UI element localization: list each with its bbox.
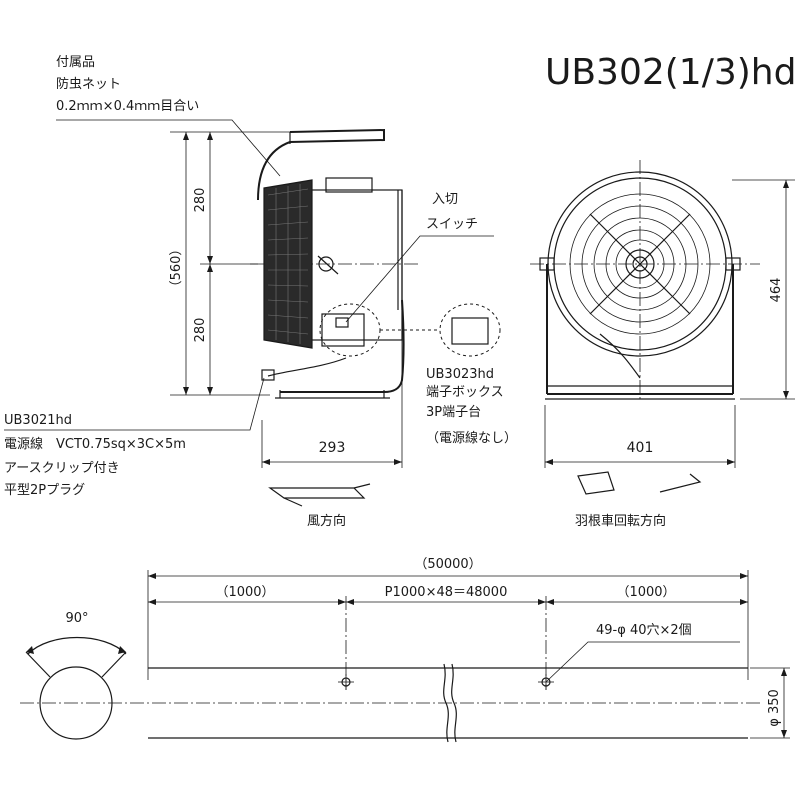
power-cord-model: UB3021hd: [4, 413, 72, 428]
wind-arrow-icon: [268, 487, 366, 499]
terminal-box-note: （電源線なし）: [426, 430, 517, 446]
accessory-label-3: 0.2ｍｍ×0.4ｍｍ目合い: [56, 99, 199, 114]
switch-label-2: スイッチ: [426, 217, 478, 232]
terminal-box-name: 端子ボックス: [426, 385, 504, 400]
dim-overall-height: （560）: [169, 243, 184, 294]
switch-leader: [345, 235, 494, 323]
accessory-leader: [56, 119, 281, 177]
dim-duct-end-right: （1000）: [616, 585, 675, 600]
power-cord-spec: 電源線 VCT0.75sq×3C×5m: [4, 436, 186, 452]
dim-duct-pitch: P1000×48＝48000: [385, 585, 508, 600]
accessory-label-1: 付属品: [56, 55, 95, 70]
side-view: （560） 280 280: [4, 128, 501, 529]
dim-duct-end-left: （1000）: [215, 585, 274, 600]
rotation-arrow-icon: [577, 471, 615, 495]
accessory-label-2: 防虫ネット: [56, 76, 121, 92]
power-cord-plug: 平型2Pプラグ: [4, 483, 85, 498]
power-cord-clip: アースクリップ付き: [4, 461, 120, 476]
wind-direction-label: 風方向: [307, 513, 346, 529]
duct-holes-note: 49-φ 40穴×2個: [596, 623, 692, 638]
dim-side-width: 293: [319, 440, 346, 456]
front-view: 464 401 羽根車回転方向: [530, 160, 795, 529]
model-title: UB302(1/3)hd: [545, 52, 796, 93]
dim-duct-diameter: φ 350: [767, 689, 782, 727]
duct-view: （50000） （1000） P1000×48＝48000 （1000） 49-…: [20, 557, 790, 743]
dim-front-height: 464: [769, 278, 784, 303]
terminal-box-model: UB3023hd: [426, 367, 494, 382]
terminal-box-spec: 3P端子台: [426, 405, 481, 420]
dim-upper-height: 280: [193, 188, 208, 213]
dim-front-width: 401: [627, 440, 654, 456]
dim-angle: 90°: [65, 611, 88, 626]
rotation-direction-label: 羽根車回転方向: [575, 513, 666, 529]
switch-label-1: 入切: [432, 192, 458, 207]
dim-duct-length: （50000）: [414, 557, 481, 572]
dim-lower-height: 280: [193, 318, 208, 343]
